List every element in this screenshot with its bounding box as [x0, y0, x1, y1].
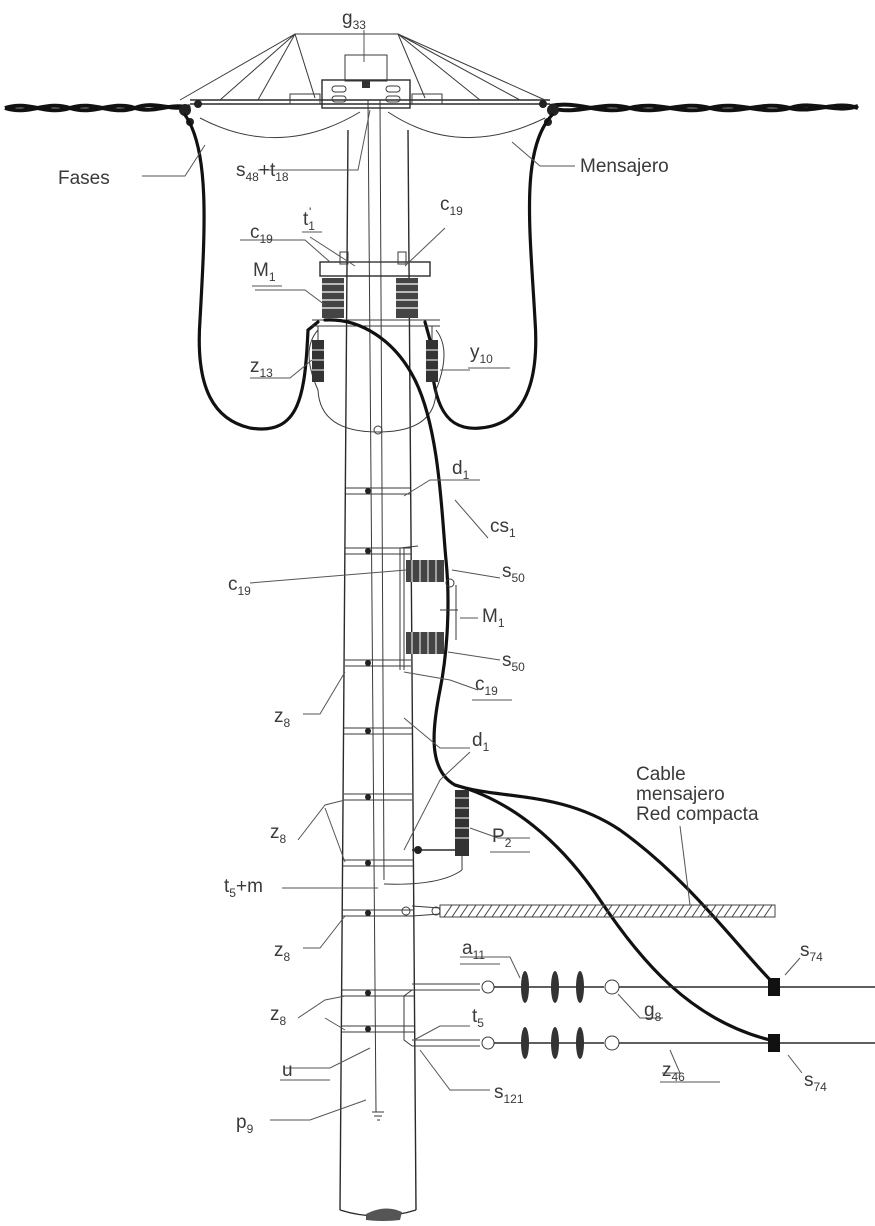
top-assembly [4, 33, 859, 138]
label-t5: t5 [472, 1006, 484, 1030]
label-fases: Fases [58, 168, 110, 189]
compact-messenger-cable [401, 904, 776, 918]
leader-lines [142, 30, 803, 1121]
label-p9: p9 [236, 1112, 254, 1136]
label-s121: s121 [494, 1082, 524, 1106]
label-mensajero-2: mensajero [636, 784, 725, 805]
label-cs1: cs1 [490, 516, 516, 540]
dead-end-upper [403, 971, 875, 1047]
label-g8: g8 [644, 1000, 662, 1024]
label-d1-top: d1 [452, 458, 470, 482]
arrester-mid-lower [406, 632, 444, 654]
cutout-left [322, 278, 344, 318]
label-mensajero: Mensajero [580, 156, 669, 177]
pole-base-hatch [366, 1208, 402, 1221]
label-z8-b: z8 [270, 822, 287, 846]
cutout-right [396, 278, 418, 318]
labels: g33 Fases s48+t18 Mensajero c19 t1' c19 … [58, 8, 827, 1136]
label-d1-low: d1 [472, 730, 490, 754]
dead-end-lower [412, 1027, 875, 1059]
label-g33: g33 [342, 8, 366, 32]
label-s74-b: s74 [804, 1070, 827, 1094]
label-p2: P2 [492, 826, 512, 850]
label-t1-prime: t1' [303, 205, 315, 233]
mid-bracket [399, 545, 458, 670]
label-a11: a11 [462, 938, 485, 962]
label-s50-b: s50 [502, 650, 525, 674]
label-c19-top-left: c19 [250, 222, 273, 246]
label-z8-a: z8 [274, 706, 291, 730]
label-c19-mid: c19 [228, 574, 251, 598]
label-u: u [282, 1060, 293, 1081]
label-t5-m: t5+m [224, 876, 263, 900]
ground-lead [367, 99, 377, 1113]
arrester-left [312, 326, 324, 382]
label-s74-a: s74 [800, 940, 823, 964]
drop-cables [183, 113, 554, 433]
label-z46: z46 [662, 1060, 685, 1084]
label-m1-top: M1 [253, 260, 276, 284]
label-y10: y10 [470, 342, 493, 366]
label-red-compacta: Red compacta [636, 804, 759, 825]
label-m1-mid: M1 [482, 606, 505, 630]
label-z8-d: z8 [270, 1004, 287, 1028]
label-z8-c: z8 [274, 940, 291, 964]
pin-insulator-p2 [383, 790, 469, 885]
ground-symbol [372, 1111, 384, 1121]
main-down-cable [323, 318, 777, 987]
label-c19-low: c19 [475, 674, 498, 698]
label-cable: Cable [636, 764, 686, 785]
label-s50-a: s50 [502, 561, 525, 585]
label-c19-top-right: c19 [440, 194, 463, 218]
label-z13: z13 [250, 356, 273, 380]
label-s48-t18: s48+t18 [236, 160, 289, 184]
arrester-mid-upper [406, 560, 455, 588]
pole-bands [342, 425, 414, 1033]
arrester-right [426, 326, 438, 382]
